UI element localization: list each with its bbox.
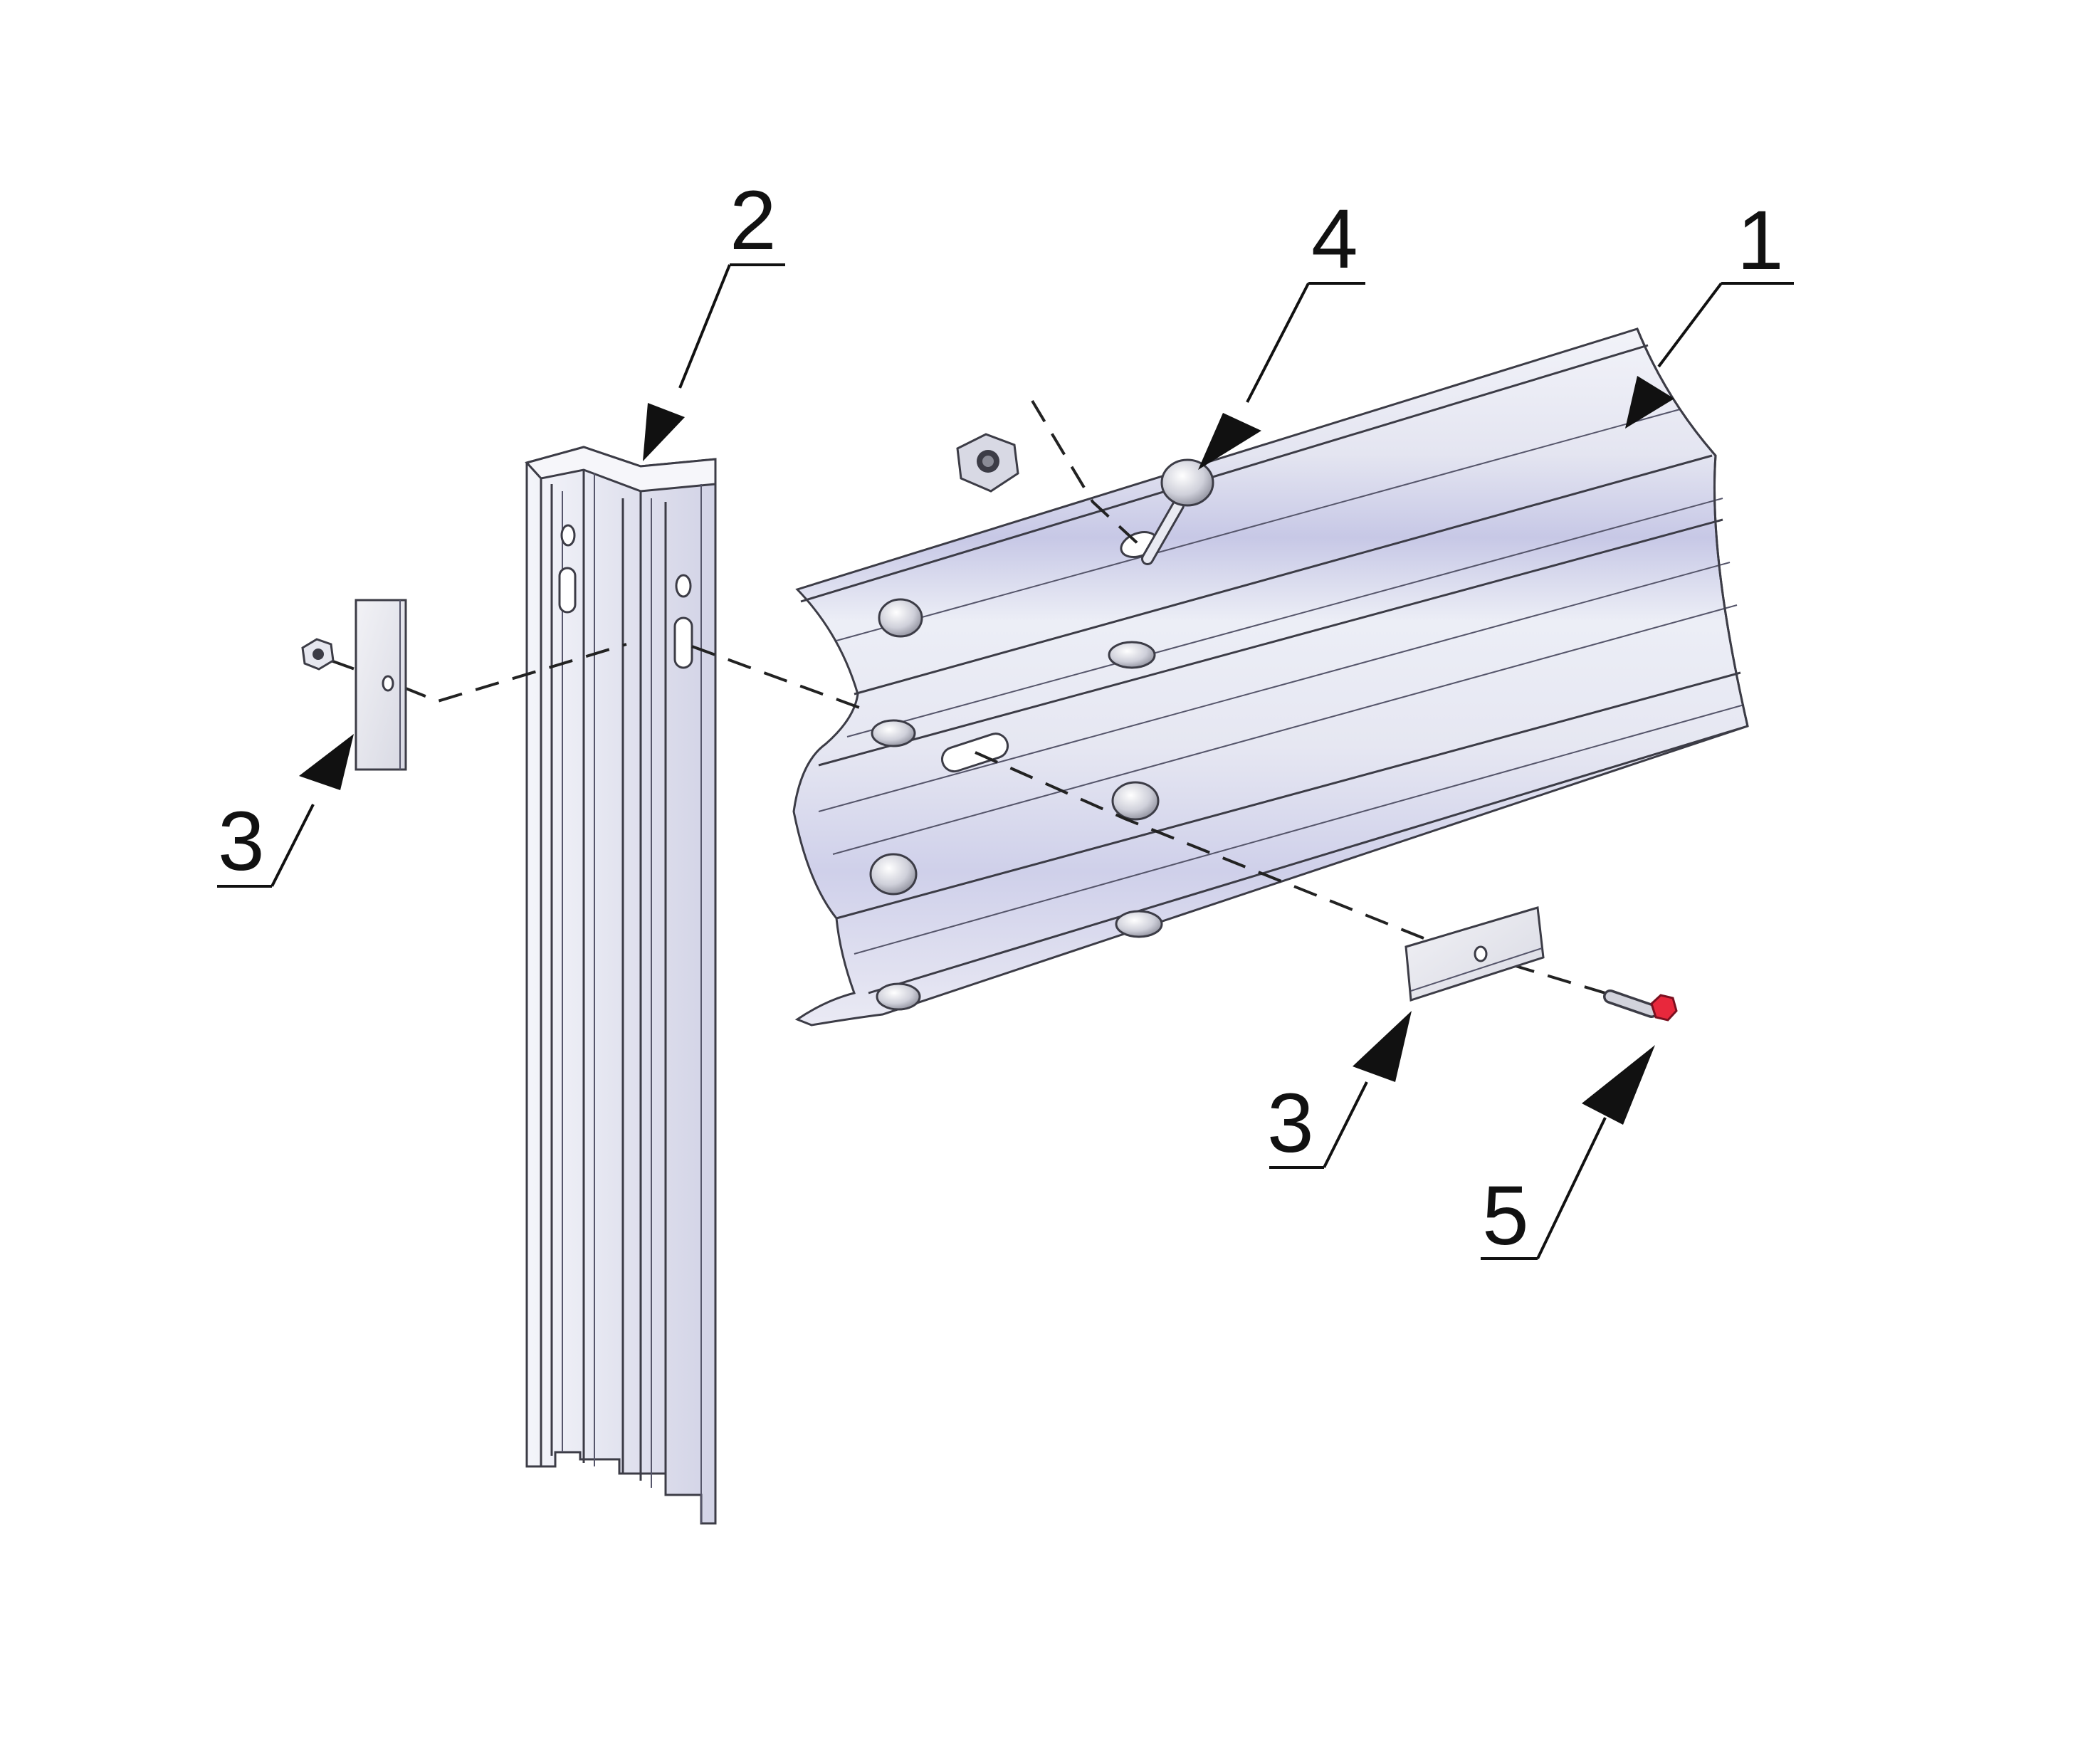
- assembly-axes: [330, 399, 1645, 1007]
- callout-3-right-label: 3: [1267, 1076, 1314, 1170]
- callout-3-left: 3: [217, 734, 354, 888]
- callout-2-label: 2: [730, 174, 777, 268]
- callout-3-left-label: 3: [218, 794, 265, 888]
- callout-2: 2: [643, 174, 785, 461]
- backing-plate-left: [355, 599, 407, 771]
- post: [525, 446, 717, 1525]
- beam-rail: [792, 327, 1749, 1027]
- callout-4: 4: [1198, 192, 1365, 470]
- backing-plate-right: [1404, 906, 1545, 1002]
- button-head-bolt: [1141, 458, 1214, 565]
- nut-left: [301, 638, 335, 671]
- callout-3-right: 3: [1267, 1011, 1412, 1170]
- hex-bolt: [1603, 989, 1678, 1022]
- nut-top: [956, 433, 1019, 493]
- callout-1: 1: [1625, 194, 1794, 429]
- callout-4-label: 4: [1311, 192, 1358, 286]
- callout-5-label: 5: [1482, 1169, 1529, 1263]
- callout-1-label: 1: [1737, 194, 1784, 288]
- callout-5: 5: [1481, 1045, 1655, 1263]
